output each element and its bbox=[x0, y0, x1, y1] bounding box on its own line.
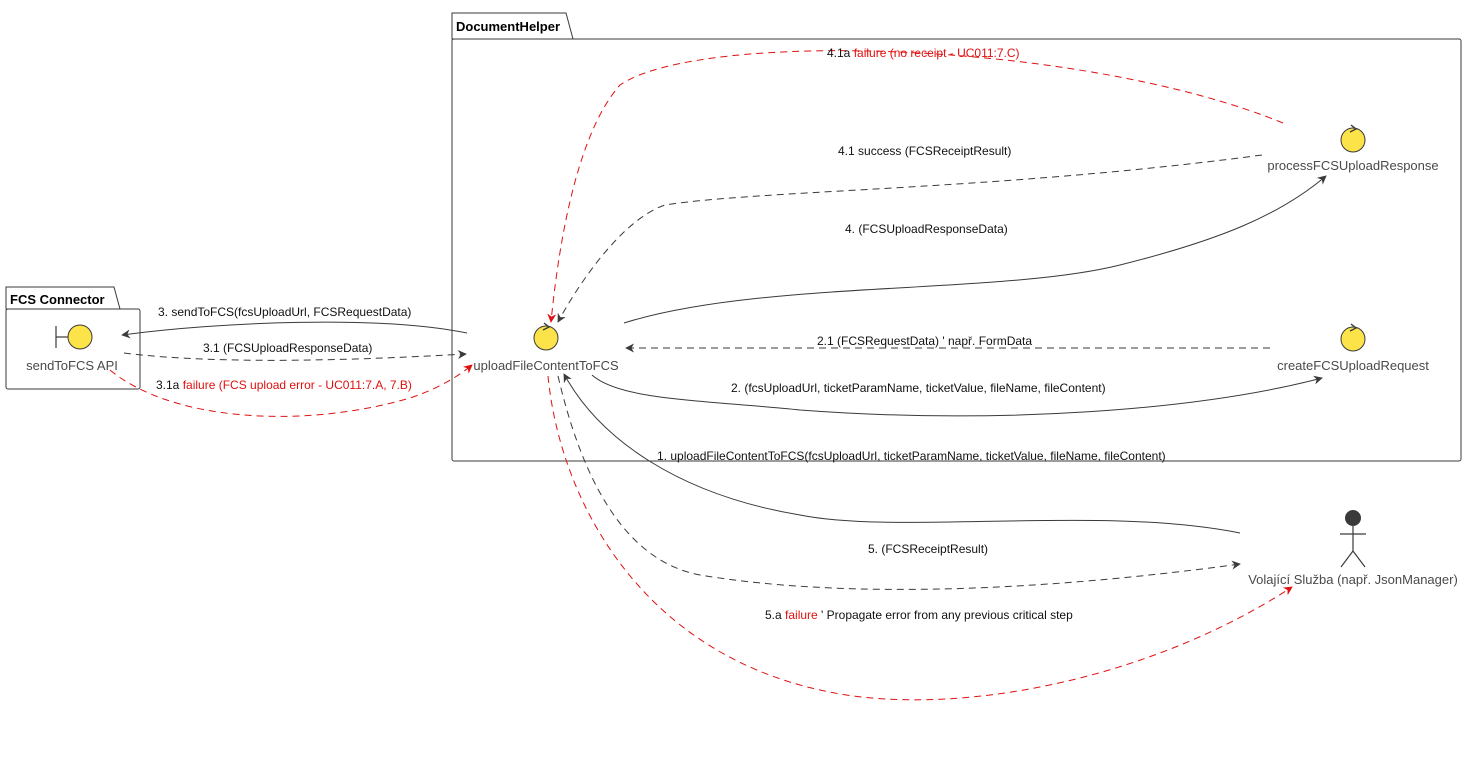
control-icon bbox=[1340, 124, 1366, 153]
package-title-fcs-connector: FCS Connector bbox=[10, 292, 105, 307]
boundary-icon bbox=[55, 324, 93, 350]
message-label-4: 4. (FCSUploadResponseData) bbox=[845, 222, 1008, 236]
message-label-3: 3. sendToFCS(fcsUploadUrl, FCSRequestDat… bbox=[158, 305, 411, 319]
package-document-helper: DocumentHelper bbox=[451, 12, 1462, 462]
message-label-3-1a: 3.1a failure (FCS upload error - UC011:7… bbox=[156, 378, 412, 392]
control-icon bbox=[533, 322, 559, 351]
node-label-send-to-fcs-api: sendToFCS API bbox=[26, 358, 118, 373]
package-fcs-connector: FCS Connector bbox=[5, 286, 141, 390]
message-label-5: 5. (FCSReceiptResult) bbox=[868, 542, 988, 556]
edge-4-response-data bbox=[623, 175, 1327, 324]
message-label-2-1: 2.1 (FCSRequestData) ' např. FormData bbox=[817, 334, 1032, 348]
control-icon bbox=[1340, 323, 1366, 352]
edge-3-1-response-data bbox=[123, 349, 467, 361]
message-label-1: 1. uploadFileContentToFCS(fcsUploadUrl, … bbox=[657, 449, 1166, 463]
message-label-5a: 5.a failure ' Propagate error from any p… bbox=[765, 608, 1073, 622]
node-label-create-request: createFCSUploadRequest bbox=[1277, 358, 1429, 373]
package-title-document-helper: DocumentHelper bbox=[456, 19, 560, 34]
message-label-2: 2. (fcsUploadUrl, ticketParamName, ticke… bbox=[731, 381, 1106, 395]
edge-1-upload-call bbox=[563, 373, 1241, 534]
edge-4-1-success bbox=[557, 154, 1263, 323]
node-label-upload-file-content: uploadFileContentToFCS bbox=[473, 358, 619, 373]
edge-2-params bbox=[591, 374, 1323, 417]
node-label-process-response: processFCSUploadResponse bbox=[1267, 158, 1438, 173]
edge-4-1a-failure bbox=[547, 50, 1284, 323]
edge-3-send-to-fcs bbox=[121, 321, 468, 339]
message-label-3-1: 3.1 (FCSUploadResponseData) bbox=[203, 341, 372, 355]
message-label-4-1: 4.1 success (FCSReceiptResult) bbox=[838, 144, 1011, 158]
message-label-4-1a: 4.1a failure (no receipt - UC011:7.C) bbox=[827, 46, 1020, 60]
edge-3-1a-failure bbox=[109, 364, 473, 417]
edge-5a-failure bbox=[547, 375, 1293, 701]
actor-icon bbox=[1340, 510, 1366, 568]
node-label-caller: Volající Služba (např. JsonManager) bbox=[1248, 572, 1458, 587]
